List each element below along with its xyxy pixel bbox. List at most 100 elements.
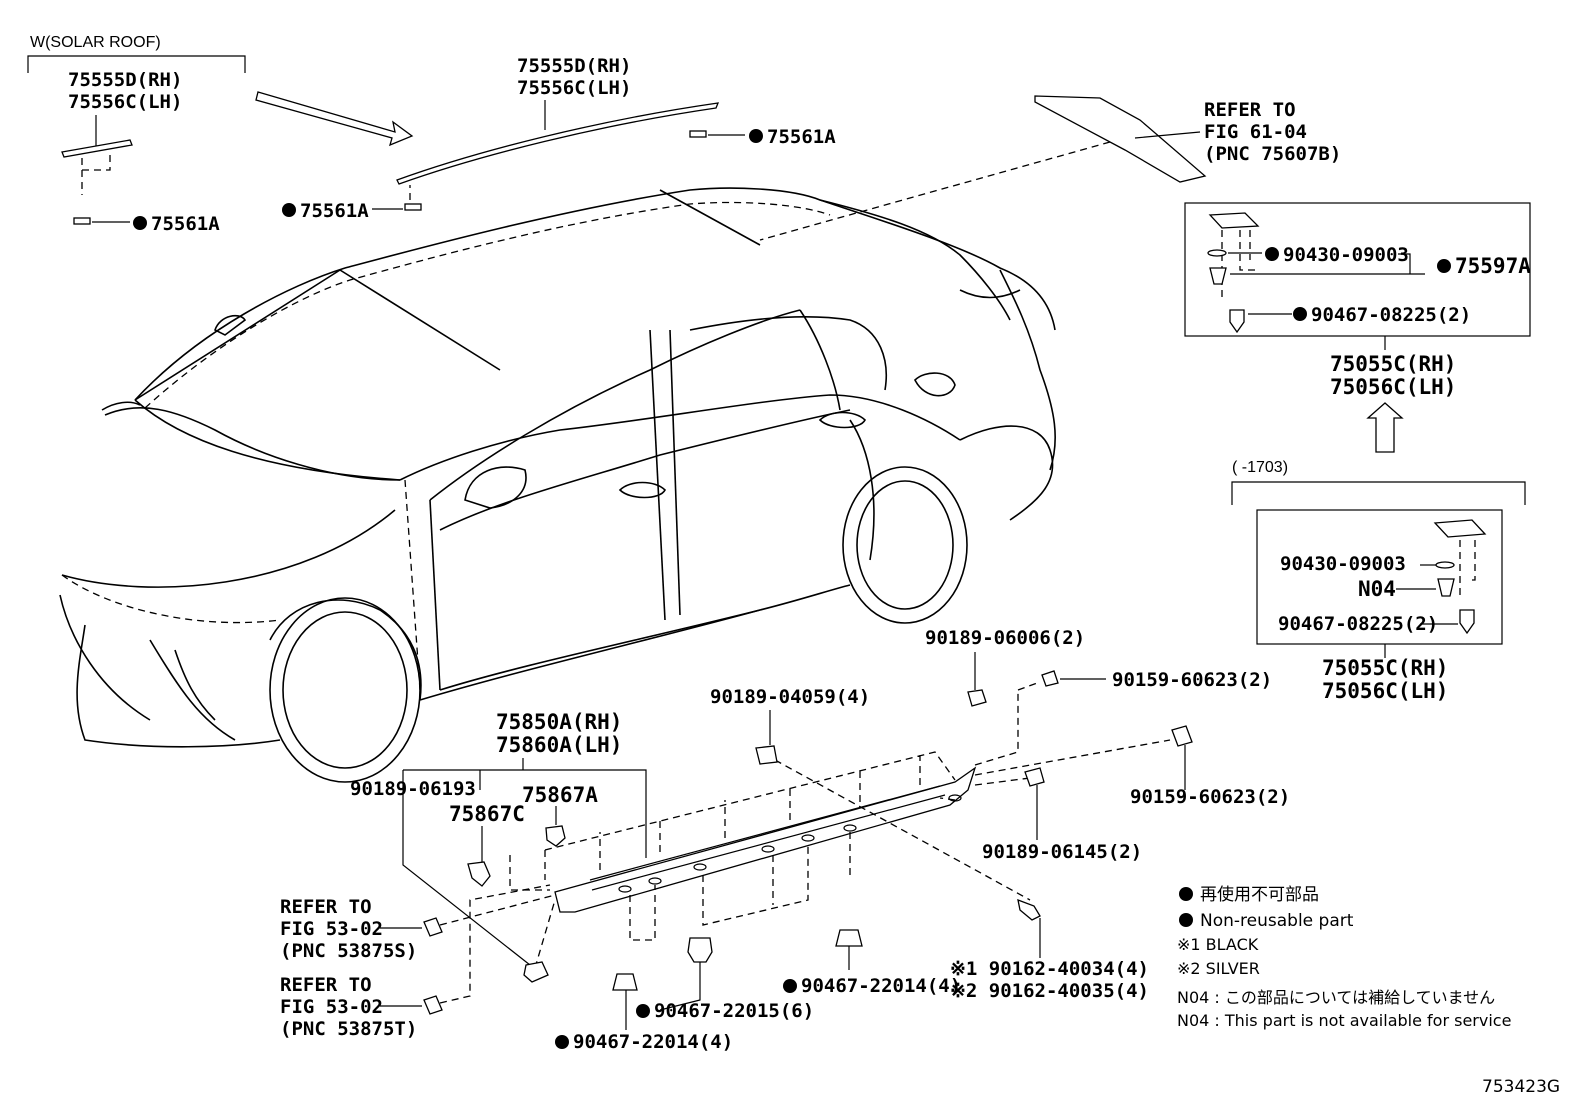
clip-shape xyxy=(1209,267,1227,285)
refer-53875s-line2: FIG 53-02 xyxy=(280,918,383,940)
non-reusable-dot xyxy=(1265,247,1279,261)
part-75850a-rh: 75850A(RH) xyxy=(496,710,622,734)
part-75055c-rh-lower: 75055C(RH) xyxy=(1322,656,1448,680)
part-75556c-lh-solar: 75556C(LH) xyxy=(68,91,182,113)
non-reusable-dot xyxy=(636,1004,650,1018)
non-reusable-dot xyxy=(1293,307,1307,321)
part-75556c-lh: 75556C(LH) xyxy=(517,77,631,99)
clip-75867c-shape xyxy=(467,861,491,887)
refer-53875s-line3: (PNC 53875S) xyxy=(280,940,417,962)
refer-53875t-line1: REFER TO xyxy=(280,974,372,996)
clip-90467-22014-center xyxy=(835,929,863,947)
rocker-panel-shape xyxy=(554,766,977,913)
rear-spoiler-shape xyxy=(1034,95,1207,183)
part-75056c-lh-upper: 75056C(LH) xyxy=(1330,375,1456,399)
spoiler-box-lower: ( -1703) 90430-09003 N04 90467-08225(2) … xyxy=(1231,459,1526,703)
spoiler-end-shape xyxy=(1208,212,1260,229)
clip-53875s-shape xyxy=(423,917,443,937)
clip-75561a-solar xyxy=(73,217,91,225)
car-body-drawing xyxy=(59,187,1056,783)
rear-spoiler-group: REFER TO FIG 61-04 (PNC 75607B) xyxy=(759,95,1341,241)
non-reusable-dot xyxy=(783,979,797,993)
part-90189-06145: 90189-06145(2) xyxy=(982,841,1142,863)
fastener-shape xyxy=(1229,309,1245,334)
bolt-90159-60623-right xyxy=(1171,725,1193,747)
clip-75561a-left xyxy=(404,203,422,211)
arrow-icon xyxy=(255,91,414,147)
clip-90467-22014-bottom xyxy=(612,973,638,991)
legend-silver: ※2 SILVER xyxy=(1177,959,1260,978)
clip-90189-06193-shape xyxy=(523,961,549,983)
part-75056c-lh-lower: 75056C(LH) xyxy=(1322,679,1448,703)
spoiler-box-upper: 90430-09003 75597A 90467-08225(2) 75055C… xyxy=(1184,202,1531,453)
washer-shape xyxy=(1207,249,1227,257)
box-frame xyxy=(1184,202,1531,337)
part-75860a-lh: 75860A(LH) xyxy=(496,733,622,757)
clip-75867a-shape xyxy=(545,825,566,847)
part-90189-04059: 90189-04059(4) xyxy=(710,686,870,708)
roof-molding-group: 75555D(RH) 75556C(LH) 75561A 75561A xyxy=(282,55,836,222)
part-75555d-rh: 75555D(RH) xyxy=(517,55,631,77)
refer-fig-61-04-line3: (PNC 75607B) xyxy=(1204,143,1341,165)
part-75867a: 75867A xyxy=(522,783,598,807)
part-90467-08225-upper: 90467-08225(2) xyxy=(1311,304,1471,326)
rocker-panel-group: 75850A(RH) 75860A(LH) 90189-06193 75867C… xyxy=(280,627,1290,1053)
clip-75561a-top xyxy=(689,130,707,138)
part-90159-60623-right: 90159-60623(2) xyxy=(1130,786,1290,808)
part-90162-40034: ※1 90162-40034(4) xyxy=(950,958,1149,980)
part-90467-08225-lower: 90467-08225(2) xyxy=(1278,613,1438,635)
refer-fig-61-04-line1: REFER TO xyxy=(1204,99,1296,121)
non-reusable-dot xyxy=(133,216,147,230)
part-75597a: 75597A xyxy=(1455,254,1531,278)
part-75561a-solar: 75561A xyxy=(151,213,220,235)
non-reusable-dot xyxy=(1179,913,1193,927)
part-90467-22015: 90467-22015(6) xyxy=(654,1000,814,1022)
part-90467-22014-center: 90467-22014(4) xyxy=(801,975,961,997)
up-arrow-icon xyxy=(1366,402,1404,453)
refer-fig-61-04-line2: FIG 61-04 xyxy=(1204,121,1307,143)
legend-en-non-reusable: Non-reusable part xyxy=(1200,911,1354,931)
fastener-shape-lower xyxy=(1459,609,1475,635)
solar-roof-note: W(SOLAR ROOF) xyxy=(30,34,161,51)
part-75867c: 75867C xyxy=(449,802,525,826)
refer-53875t-line2: FIG 53-02 xyxy=(280,996,383,1018)
part-90189-06193: 90189-06193 xyxy=(350,778,476,800)
legend-n04-jp: N04 : この部品については補給していません xyxy=(1177,988,1495,1007)
legend-n04-en: N04 : This part is not available for ser… xyxy=(1177,1011,1511,1030)
figure-id: 753423G xyxy=(1482,1077,1560,1097)
legend-black: ※1 BLACK xyxy=(1177,935,1259,954)
legend-jp-non-reusable: 再使用不可部品 xyxy=(1200,884,1319,905)
nut-90189-06006-shape xyxy=(967,689,987,707)
part-n04: N04 xyxy=(1358,577,1396,601)
screw-90162-shape xyxy=(1017,898,1041,921)
part-90162-40035: ※2 90162-40035(4) xyxy=(950,980,1149,1002)
part-90430-09003: 90430-09003 xyxy=(1283,244,1409,266)
clip-90189-04059-shape xyxy=(755,745,778,765)
box-frame-lower xyxy=(1256,509,1503,645)
legend: 再使用不可部品 Non-reusable part ※1 BLACK ※2 SI… xyxy=(1177,884,1511,1030)
refer-53875s-line1: REFER TO xyxy=(280,896,372,918)
refer-53875t-line3: (PNC 53875T) xyxy=(280,1018,417,1040)
part-90159-60623-top: 90159-60623(2) xyxy=(1112,669,1272,691)
non-reusable-dot xyxy=(1437,259,1451,273)
roof-molding-solar-shape xyxy=(61,139,133,158)
non-reusable-dot xyxy=(282,203,296,217)
part-90189-06006: 90189-06006(2) xyxy=(925,627,1085,649)
non-reusable-dot xyxy=(555,1035,569,1049)
non-reusable-dot xyxy=(749,129,763,143)
date-range: ( -1703) xyxy=(1232,459,1288,476)
part-90430-09003-lower: 90430-09003 xyxy=(1280,553,1406,575)
clip-90467-22015-shape xyxy=(687,937,713,963)
bolt-90159-60623-top xyxy=(1041,670,1059,687)
nut-90189-06145-shape xyxy=(1024,767,1045,787)
clip-n04-shape xyxy=(1437,578,1455,597)
part-75561a-top: 75561A xyxy=(767,126,836,148)
non-reusable-dot xyxy=(1179,887,1193,901)
washer-shape-lower xyxy=(1435,561,1455,569)
spoiler-end-shape-lower xyxy=(1433,519,1487,538)
part-90467-22014-bottom: 90467-22014(4) xyxy=(573,1031,733,1053)
part-75555d-rh-solar: 75555D(RH) xyxy=(68,69,182,91)
solar-roof-group: W(SOLAR ROOF) 75555D(RH) 75556C(LH) 7556… xyxy=(27,34,414,235)
part-75055c-rh-upper: 75055C(RH) xyxy=(1330,352,1456,376)
